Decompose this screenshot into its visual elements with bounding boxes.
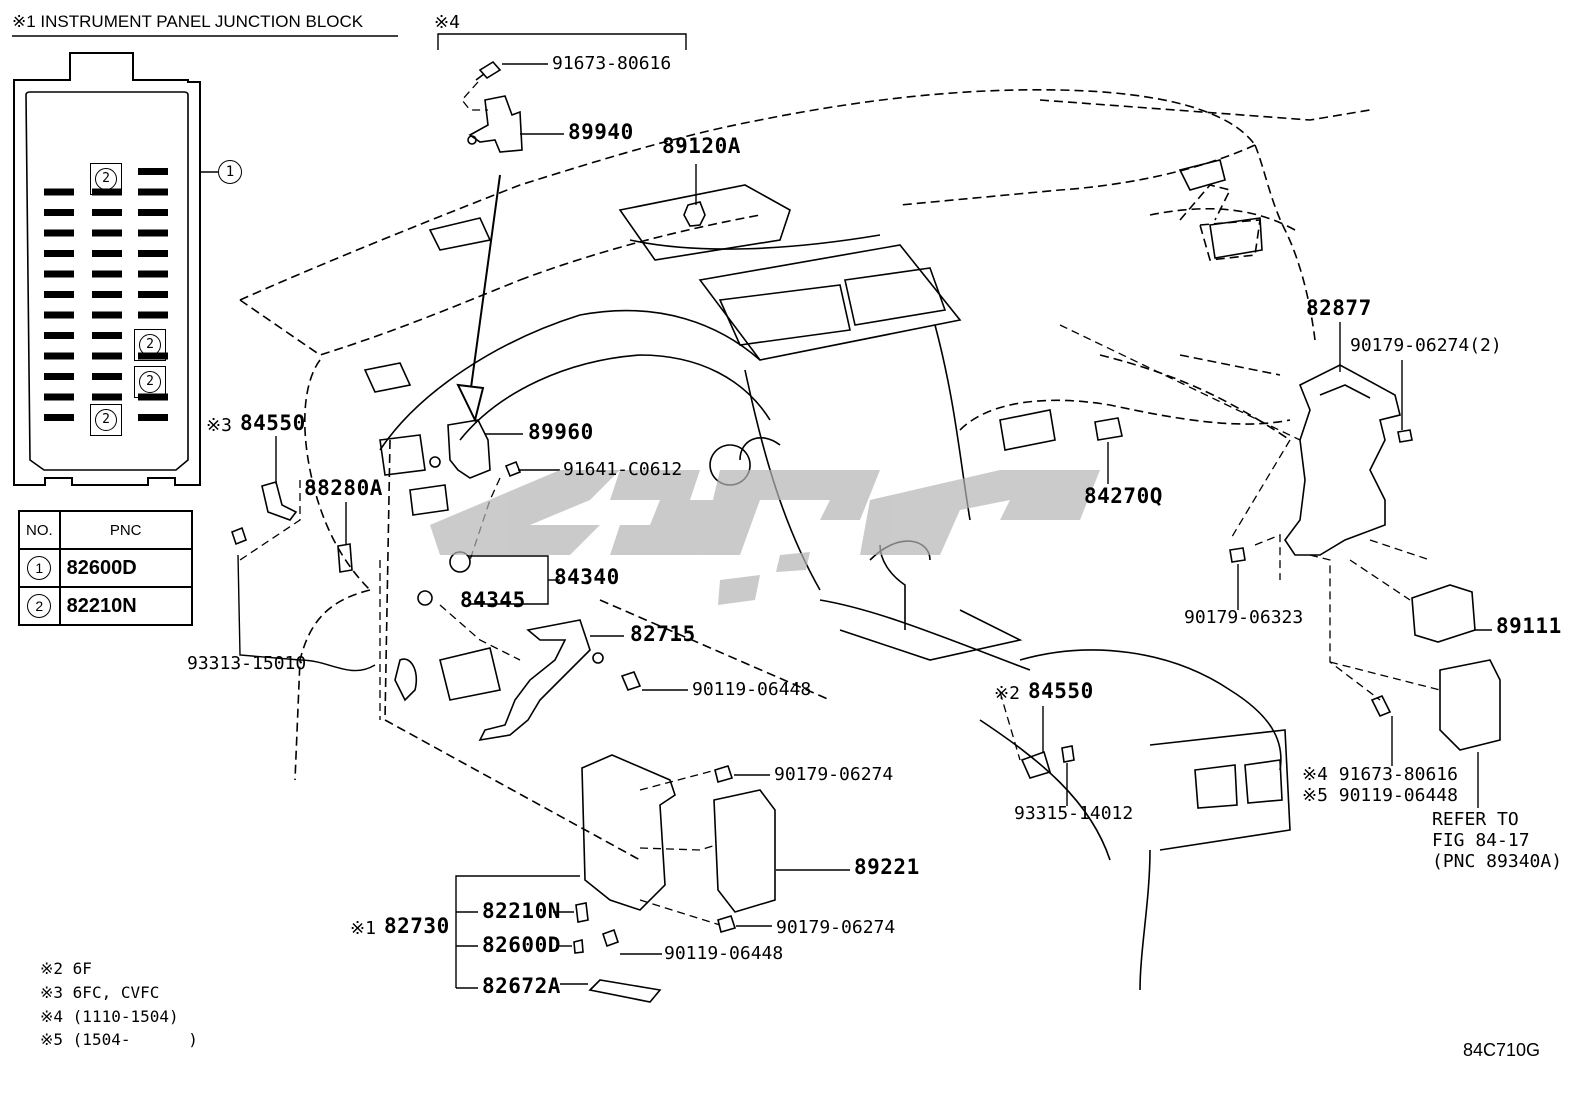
fuse-slot <box>44 229 74 237</box>
refer-line-2: FIG 84-17 <box>1432 830 1530 851</box>
fuse-slot <box>44 250 74 257</box>
part-label-89111[interactable]: 89111 <box>1496 614 1562 638</box>
fuse-slot <box>44 270 74 278</box>
fuse-slot <box>92 291 122 298</box>
note-prefix-1: ※1 <box>350 918 376 939</box>
dashboard-outline <box>239 88 1371 861</box>
part-label-89960[interactable]: 89960 <box>528 420 594 444</box>
fuse-slot <box>92 188 122 196</box>
part-label-84550-left[interactable]: 84550 <box>240 411 306 435</box>
pnc-row-number: 2 <box>27 594 52 618</box>
part-label-84345[interactable]: 84345 <box>460 588 526 612</box>
fuse-slot <box>92 229 122 237</box>
relay-marker: 2 <box>134 329 166 361</box>
group-note-4: ※4 <box>434 12 460 33</box>
fuse-slot <box>44 291 74 298</box>
footnote-3: ※3 6FC, CVFC <box>40 983 160 1002</box>
figure-code: 84C710G <box>1463 1040 1541 1060</box>
part-label-82715[interactable]: 82715 <box>630 622 696 646</box>
pnc-table-row: 2 82210N <box>18 586 193 626</box>
part-label-88280A[interactable]: 88280A <box>304 476 383 500</box>
parts-shapes <box>231 60 1501 1003</box>
junction-block-title: ※1 INSTRUMENT PANEL JUNCTION BLOCK <box>12 12 364 31</box>
pnc-row-number: 1 <box>27 556 52 580</box>
fuse-slot <box>138 209 168 216</box>
pnc-row-value: 82210N <box>58 586 193 626</box>
part-label-90179-06274-b[interactable]: 90179-06274 <box>776 917 896 938</box>
fuse-slot <box>44 414 74 421</box>
pnc-row-value: 82600D <box>58 548 193 588</box>
fuse-slot <box>44 311 74 319</box>
fuse-slot <box>138 414 168 421</box>
fuse-slot <box>92 311 122 319</box>
fuse-slot <box>44 393 74 401</box>
watermark-logo <box>430 470 1100 605</box>
fuse-slot <box>44 188 74 196</box>
refer-line-1: REFER TO <box>1432 809 1519 830</box>
fuse-slot <box>92 373 122 380</box>
fuse-slot <box>44 332 74 339</box>
fuse-array <box>44 168 168 421</box>
pnc-table-header-no: NO. <box>18 510 61 550</box>
part-label-90179-06274-a[interactable]: 90179-06274 <box>774 764 894 785</box>
fuse-slot <box>44 209 74 216</box>
fuse-slot <box>138 352 168 360</box>
footnote-5: ※5 (1504- ) <box>40 1030 198 1049</box>
refer-line-3[interactable]: (PNC 89340A) <box>1432 851 1563 872</box>
part-label-90119-06448-bottom[interactable]: 90119-06448 <box>664 943 784 964</box>
part-label-91641-C0612[interactable]: 91641-C0612 <box>563 459 683 480</box>
part-label-90179-06274-2[interactable]: 90179-06274(2) <box>1350 335 1502 356</box>
pnc-table-header-pnc: PNC <box>58 510 193 550</box>
part-label-82877[interactable]: 82877 <box>1306 296 1372 320</box>
leader-lines <box>200 63 1492 989</box>
fuse-slot <box>138 291 168 298</box>
relay-marker: 2 <box>134 366 166 398</box>
part-label-82600D[interactable]: 82600D <box>482 933 561 957</box>
footnote-4: ※4 (1110-1504) <box>40 1007 179 1026</box>
pnc-table: NO. PNC 1 82600D 2 82210N <box>18 510 193 626</box>
part-label-89120A[interactable]: 89120A <box>662 134 741 158</box>
part-label-90119-06448-right[interactable]: ※5 90119-06448 <box>1302 785 1458 806</box>
fuse-slot <box>44 352 74 360</box>
part-label-89940[interactable]: 89940 <box>568 120 634 144</box>
part-label-90119-06448-mid[interactable]: 90119-06448 <box>692 679 812 700</box>
part-label-91673-80616-bottom[interactable]: ※4 91673-80616 <box>1302 764 1458 785</box>
fuse-slot <box>138 229 168 237</box>
fuse-slot <box>92 209 122 216</box>
dashboard-details <box>363 159 1291 991</box>
part-label-84270Q[interactable]: 84270Q <box>1084 484 1163 508</box>
part-label-90179-06323[interactable]: 90179-06323 <box>1184 607 1304 628</box>
fuse-slot <box>138 250 168 257</box>
note-prefix-2: ※2 <box>994 683 1020 704</box>
fuse-slot <box>92 270 122 278</box>
fuse-slot <box>138 311 168 319</box>
part-label-84550-right[interactable]: 84550 <box>1028 679 1094 703</box>
fuse-slot <box>92 352 122 360</box>
relay-marker: 2 <box>90 404 122 436</box>
part-label-89221[interactable]: 89221 <box>854 855 920 879</box>
part-label-93313-15010[interactable]: 93313-15010 <box>187 653 307 674</box>
note-prefix-3: ※3 <box>206 415 232 436</box>
pnc-table-row: 1 82600D <box>18 548 193 588</box>
part-label-82210N[interactable]: 82210N <box>482 899 561 923</box>
fuse-slot <box>92 393 122 401</box>
part-label-82730[interactable]: 82730 <box>384 914 450 938</box>
assembly-lines <box>239 81 1441 926</box>
fuse-slot <box>44 373 74 380</box>
junction-block-drawing <box>13 52 201 486</box>
fuse-slot <box>138 188 168 196</box>
callout-1-circle: 1 <box>218 160 242 184</box>
part-label-82672A[interactable]: 82672A <box>482 974 561 998</box>
fuse-slot <box>138 270 168 278</box>
part-label-84340[interactable]: 84340 <box>554 565 620 589</box>
part-label-91673-80616[interactable]: 91673-80616 <box>552 53 672 74</box>
relay-marker: 2 <box>90 163 122 195</box>
fuse-slot <box>92 332 122 339</box>
fuse-slot <box>138 168 168 175</box>
part-label-93315-14012[interactable]: 93315-14012 <box>1014 803 1134 824</box>
fuse-slot <box>92 250 122 257</box>
footnote-2: ※2 6F <box>40 959 92 978</box>
